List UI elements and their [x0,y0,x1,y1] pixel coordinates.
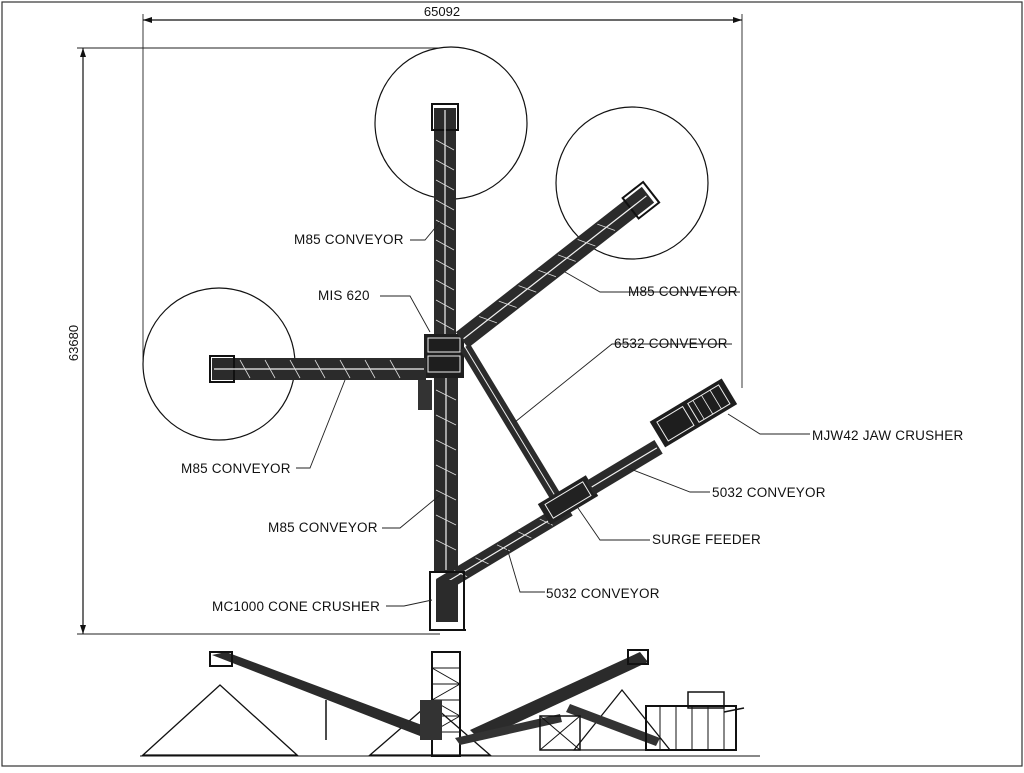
mjw42-jaw-crusher [649,378,738,448]
stockpile-circle-right [555,106,709,260]
label-m85-conveyor-top: M85 CONVEYOR [294,232,404,247]
label-5032-conveyor-lower: 5032 CONVEYOR [546,586,660,601]
label-5032-conveyor-upper: 5032 CONVEYOR [712,485,826,500]
label-mis620: MIS 620 [318,288,370,303]
6532-conveyor [460,344,562,502]
height-dimension: 63680 [66,47,440,635]
mis620-screen [418,334,464,410]
label-m85-conveyor-left: M85 CONVEYOR [181,461,291,476]
elevation-view [140,649,760,757]
m85-conveyor-bottom [434,372,458,572]
label-mjw42-jaw-crusher: MJW42 JAW CRUSHER [812,428,963,443]
width-dimension-label: 65092 [424,4,460,19]
mc1000-cone-crusher [429,571,466,631]
label-m85-conveyor-right: M85 CONVEYOR [628,284,738,299]
label-6532-conveyor: 6532 CONVEYOR [614,336,728,351]
height-dimension-label: 63680 [66,325,81,361]
5032-conveyor-upper [585,439,663,495]
label-m85-conveyor-bottom: M85 CONVEYOR [268,520,378,535]
surge-feeder [537,475,599,525]
leader-lines [296,221,810,607]
width-dimension: 65092 [142,4,743,388]
m85-conveyor-left [209,355,426,383]
label-mc1000-cone-crusher: MC1000 CONE CRUSHER [212,599,380,614]
label-surge-feeder: SURGE FEEDER [652,532,761,547]
m85-conveyor-right [455,180,661,348]
m85-conveyor-top [431,103,459,348]
